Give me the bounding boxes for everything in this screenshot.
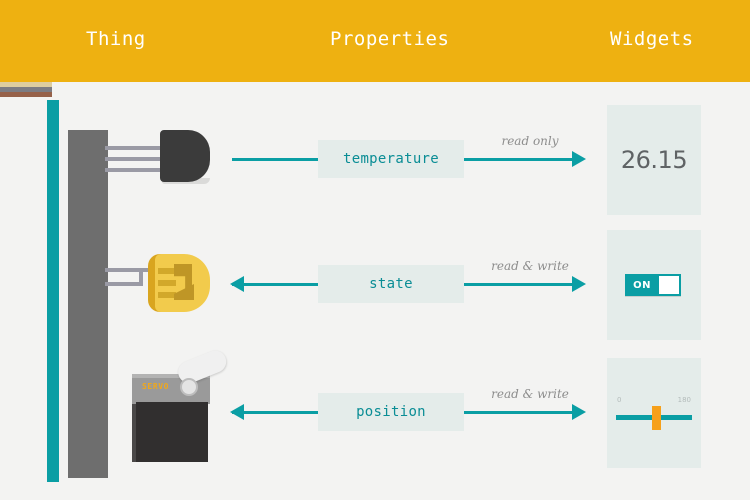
slider-thumb[interactable] <box>652 406 661 430</box>
property-label-position: position <box>356 404 426 420</box>
led-wire-2-segment-b <box>139 272 143 286</box>
access-label-position: read & write <box>491 387 569 401</box>
servo-brand-label: SERVO <box>142 382 170 391</box>
property-label-temperature: temperature <box>342 151 440 167</box>
property-row-state: state read & write <box>0 259 750 305</box>
servo-top-highlight <box>132 374 210 378</box>
widget-value-display: 26.15 <box>607 105 701 215</box>
property-row-position: position read & write <box>0 387 750 433</box>
widget-toggle-container: ON <box>607 230 701 340</box>
board-edge-strip <box>47 100 59 482</box>
toggle-state-label: ON <box>633 279 651 291</box>
servo-body <box>136 402 208 462</box>
access-label-temperature: read only <box>501 134 559 148</box>
servo-hub <box>180 378 198 396</box>
led-stripe-2 <box>158 280 176 286</box>
servo-wire-ground <box>0 92 52 97</box>
connector-line-right-position <box>464 411 574 414</box>
led-wire-1 <box>105 268 167 272</box>
board-body <box>68 130 108 478</box>
connector-line-right-temperature <box>464 158 574 161</box>
led-stripe-1 <box>158 268 176 274</box>
thing-illustration: SERVO <box>0 82 230 500</box>
slider-min-label: 0 <box>617 396 622 404</box>
property-label-state: state <box>369 276 413 292</box>
servo-wire-signal <box>0 82 52 87</box>
property-box-state[interactable]: state <box>318 265 464 303</box>
arrow-right-icon-temperature <box>572 151 586 167</box>
property-box-position[interactable]: position <box>318 393 464 431</box>
connector-line-left-state <box>232 283 318 286</box>
column-header-properties: Properties <box>330 28 450 50</box>
temperature-wire-3 <box>105 168 173 172</box>
widget-state-toggle[interactable]: ON <box>625 274 681 296</box>
temperature-sensor-icon <box>160 130 210 182</box>
property-box-temperature[interactable]: temperature <box>318 140 464 178</box>
connector-line-right-state <box>464 283 574 286</box>
widget-temperature-value: 26.15 <box>620 146 688 174</box>
servo-wire-power <box>0 87 52 92</box>
arrow-right-icon-state <box>572 276 586 292</box>
widget-position-slider[interactable]: 0 180 <box>616 396 692 432</box>
slider-max-label: 180 <box>677 396 691 404</box>
led-stripe-3 <box>158 292 176 298</box>
toggle-knob[interactable] <box>659 276 679 294</box>
connector-line-left-position <box>232 411 318 414</box>
led-icon <box>148 254 210 312</box>
temperature-wire-2 <box>105 157 173 161</box>
connector-line-left-temperature <box>232 158 318 161</box>
arrow-right-icon-position <box>572 404 586 420</box>
access-label-state: read & write <box>491 259 569 273</box>
column-header-widgets: Widgets <box>610 28 694 50</box>
widget-slider-container: 0 180 <box>607 358 701 468</box>
property-row-temperature: temperature read only <box>0 134 750 180</box>
servo-body-side <box>132 398 138 462</box>
header-bar: Thing Properties Widgets <box>0 0 750 82</box>
servo-motor-icon: SERVO <box>132 347 230 466</box>
column-header-thing: Thing <box>86 28 146 50</box>
temperature-wire-1 <box>105 146 173 150</box>
led-wire-2-segment-a <box>105 282 143 286</box>
